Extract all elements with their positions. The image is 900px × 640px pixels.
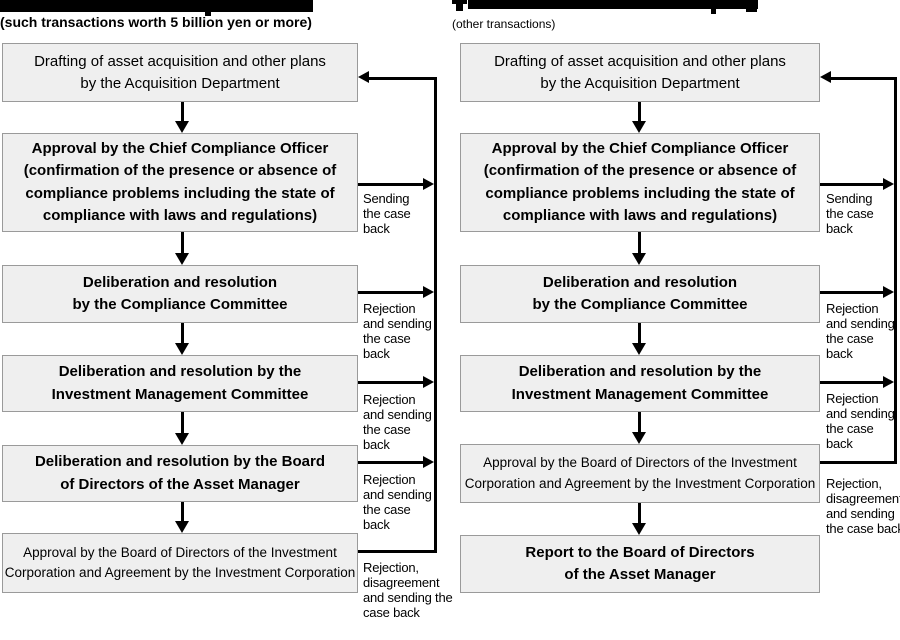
label-sending-case-back: Sending the case back [826,191,874,236]
down-arrow-line [638,102,641,122]
right-clipped-title-bar [468,0,758,9]
box-investment-management-committee-left: Deliberation and resolution by the Inves… [2,355,358,412]
label-rejection-send-back: Rejection and sending the case back [363,392,432,452]
box-drafting-acquisition-right: Drafting of asset acquisition and other … [460,43,820,102]
return-arrow-icon [820,71,831,83]
box-compliance-committee-left: Deliberation and resolution by the Compl… [2,265,358,323]
box-approval-investment-corporation-right: Approval by the Board of Directors of th… [460,444,820,503]
elbow-connector-left-flow [358,550,437,553]
send-back-arrow-icon [883,286,894,298]
down-arrow-line [181,232,184,254]
down-arrow-icon [632,121,646,133]
return-arrow-line [831,77,897,80]
label-rejection-send-back: Rejection and sending the case back [363,472,432,532]
send-back-arrow-icon [423,456,434,468]
send-back-arrow-line [820,381,884,384]
label-rejection-send-back: Rejection and sending the case back [826,301,895,361]
feedback-line-left-flow [434,77,437,553]
down-arrow-icon [175,343,189,355]
down-arrow-icon [175,253,189,265]
box-approval-investment-corporation-left: Approval by the Board of Directors of th… [2,533,358,593]
right-clipped-title-bar-t-stem [456,0,463,11]
down-arrow-line [638,503,641,524]
send-back-arrow-icon [883,178,894,190]
down-arrow-line [638,232,641,254]
label-rejection-send-back: Rejection and sending the case back [826,391,895,451]
box-report-board-asset-manager-right: Report to the Board of Directors of the … [460,535,820,593]
down-arrow-icon [632,523,646,535]
box-board-asset-manager-left: Deliberation and resolution by the Board… [2,445,358,502]
send-back-arrow-line [358,183,424,186]
left-clipped-title-bar [0,0,313,12]
down-arrow-icon [632,253,646,265]
label-rejection-disagreement-send-back: Rejection, disagreement and sending the … [826,476,900,536]
down-arrow-line [181,502,184,522]
return-arrow-line [369,77,437,80]
down-arrow-line [638,412,641,433]
left-flow-subtitle: (such transactions worth 5 billion yen o… [0,14,312,30]
label-rejection-disagreement-send-back: Rejection, disagreement and sending the … [363,560,453,620]
down-arrow-line [181,412,184,434]
down-arrow-icon [175,521,189,533]
send-back-arrow-line [358,381,424,384]
send-back-arrow-icon [423,178,434,190]
send-back-arrow-line [358,461,424,464]
down-arrow-icon [175,433,189,445]
send-back-arrow-line [358,291,424,294]
box-cco-approval-left: Approval by the Chief Compliance Officer… [2,133,358,232]
right-flow-subtitle: (other transactions) [452,17,556,31]
down-arrow-line [181,102,184,122]
down-arrow-line [638,323,641,344]
label-rejection-send-back: Rejection and sending the case back [363,301,432,361]
send-back-arrow-icon [883,376,894,388]
right-clipped-title-bar-end [746,0,757,12]
box-cco-approval-right: Approval by the Chief Compliance Officer… [460,133,820,232]
down-arrow-icon [632,343,646,355]
box-investment-management-committee-right: Deliberation and resolution by the Inves… [460,355,820,412]
return-arrow-icon [358,71,369,83]
down-arrow-icon [175,121,189,133]
down-arrow-icon [632,432,646,444]
feedback-line-right-flow [894,77,897,464]
box-drafting-acquisition-left: Drafting of asset acquisition and other … [2,43,358,102]
right-clipped-title-bar-comma [711,9,716,14]
send-back-arrow-line [820,183,884,186]
send-back-arrow-line [820,291,884,294]
send-back-arrow-icon [423,376,434,388]
label-sending-case-back: Sending the case back [363,191,411,236]
box-compliance-committee-right: Deliberation and resolution by the Compl… [460,265,820,323]
down-arrow-line [181,323,184,344]
send-back-arrow-icon [423,286,434,298]
left-clipped-title-bar-descender [205,12,211,16]
elbow-connector-right-flow [820,461,897,464]
